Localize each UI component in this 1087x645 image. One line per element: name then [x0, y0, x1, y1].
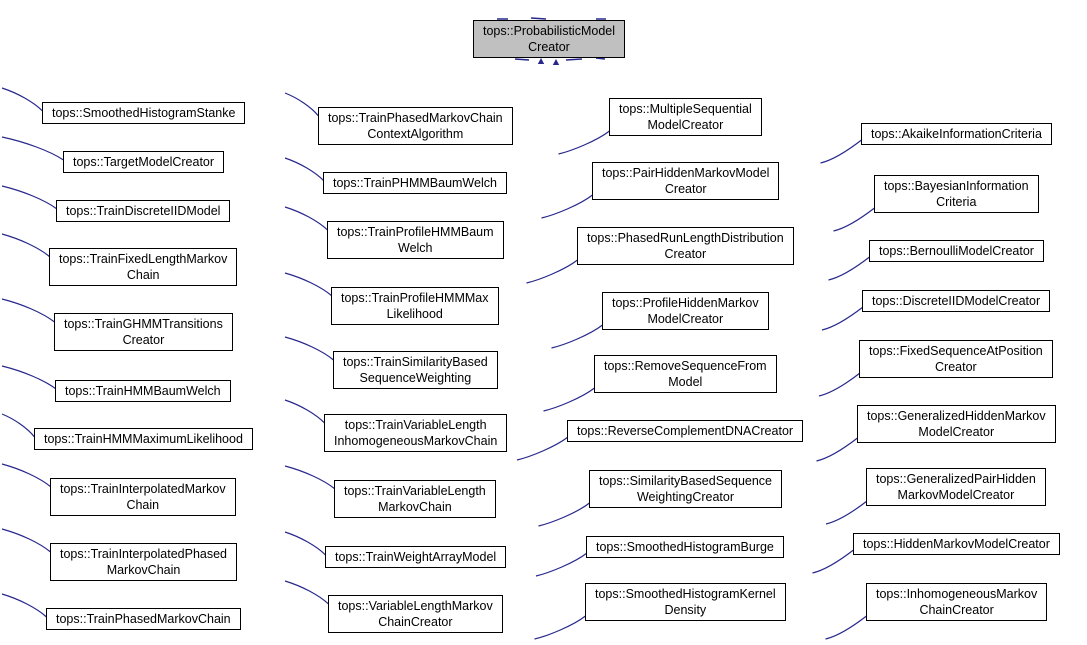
- inheritance-edge: [1, 185, 58, 210]
- class-node[interactable]: tops::PairHiddenMarkovModel Creator: [592, 162, 780, 200]
- class-node[interactable]: tops::TrainSimilarityBased SequenceWeigh…: [333, 351, 498, 389]
- class-node[interactable]: tops::TrainInterpolatedMarkov Chain: [50, 478, 236, 516]
- inheritance-edge: [534, 615, 586, 640]
- class-node[interactable]: tops::TrainFixedLengthMarkov Chain: [49, 248, 238, 286]
- class-node[interactable]: tops::TrainPhasedMarkovChain ContextAlgo…: [318, 107, 513, 145]
- inheritance-edge: [1, 365, 57, 390]
- class-node[interactable]: tops::ProfileHiddenMarkov ModelCreator: [602, 292, 769, 330]
- inheritance-edge: [825, 500, 868, 525]
- class-node[interactable]: tops::FixedSequenceAtPosition Creator: [859, 340, 1053, 378]
- class-node[interactable]: tops::ReverseComplementDNACreator: [567, 420, 804, 442]
- inheritance-edge: [816, 437, 858, 462]
- inheritance-edge: [828, 256, 870, 281]
- class-node[interactable]: tops::VariableLengthMarkov ChainCreator: [328, 595, 503, 633]
- inheritance-edge: [284, 206, 328, 231]
- class-node[interactable]: tops::DiscreteIIDModelCreator: [862, 290, 1051, 312]
- class-node[interactable]: tops::SimilarityBasedSequence WeightingC…: [589, 470, 783, 508]
- class-node[interactable]: tops::TrainInterpolatedPhased MarkovChai…: [50, 543, 238, 581]
- inheritance-edge: [526, 259, 578, 284]
- inheritance-edge: [535, 552, 588, 577]
- class-node[interactable]: tops::PhasedRunLengthDistribution Creato…: [577, 227, 794, 265]
- class-node[interactable]: tops::TrainPhasedMarkovChain: [46, 608, 241, 630]
- class-node[interactable]: tops::TrainProfileHMMBaum Welch: [327, 221, 504, 259]
- class-node[interactable]: tops::HiddenMarkovModelCreator: [853, 533, 1060, 555]
- class-node[interactable]: tops::TrainVariableLength InhomogeneousM…: [324, 414, 508, 452]
- inheritance-edge: [551, 324, 603, 349]
- inheritance-edge: [516, 436, 569, 461]
- inheritance-edge: [821, 306, 864, 331]
- inheritance-edge: [284, 157, 325, 182]
- inheritance-edge: [1, 463, 52, 488]
- class-node[interactable]: tops::SmoothedHistogramStanke: [42, 102, 246, 124]
- inheritance-edge: [1, 233, 51, 258]
- class-node[interactable]: tops::TrainWeightArrayModel: [325, 546, 507, 568]
- inheritance-edge: [284, 272, 333, 297]
- inheritance-edge: [812, 549, 854, 574]
- inheritance-edge: [1, 413, 35, 438]
- class-node[interactable]: tops::GeneralizedHiddenMarkov ModelCreat…: [857, 405, 1056, 443]
- class-node[interactable]: tops::MultipleSequential ModelCreator: [609, 98, 762, 136]
- class-node[interactable]: tops::InhomogeneousMarkov ChainCreator: [866, 583, 1048, 621]
- class-node[interactable]: tops::TrainPHMMBaumWelch: [323, 172, 507, 194]
- inheritance-edge: [1, 593, 47, 618]
- class-node[interactable]: tops::TrainHMMMaximumLikelihood: [34, 428, 253, 450]
- class-node[interactable]: tops::TargetModelCreator: [63, 151, 225, 173]
- class-node[interactable]: tops::BernoulliModelCreator: [869, 240, 1044, 262]
- inheritance-edge: [284, 531, 326, 556]
- inheritance-edge: [284, 399, 325, 424]
- inheritance-edge: [538, 502, 590, 527]
- class-node[interactable]: tops::SmoothedHistogramKernel Density: [585, 583, 786, 621]
- class-node[interactable]: tops::TrainHMMBaumWelch: [55, 380, 231, 402]
- inheritance-edge: [818, 372, 861, 397]
- class-node[interactable]: tops::TrainProfileHMMMax Likelihood: [331, 287, 499, 325]
- class-node[interactable]: tops::TrainDiscreteIIDModel: [56, 200, 231, 222]
- class-node[interactable]: tops::GeneralizedPairHidden MarkovModelC…: [866, 468, 1046, 506]
- root-class-node: tops::ProbabilisticModel Creator: [473, 20, 626, 58]
- inheritance-edge: [1, 528, 51, 553]
- class-node[interactable]: tops::TrainVariableLength MarkovChain: [334, 480, 496, 518]
- inheritance-edge: [284, 92, 319, 117]
- class-node[interactable]: tops::AkaikeInformationCriteria: [861, 123, 1052, 145]
- inheritance-edge: [1, 87, 43, 112]
- inheritance-edge: [833, 207, 875, 232]
- class-node[interactable]: tops::SmoothedHistogramBurge: [586, 536, 784, 558]
- inheritance-edge: [284, 465, 336, 490]
- inheritance-edge: [284, 580, 329, 605]
- inheritance-edge: [820, 139, 862, 164]
- inheritance-edge: [1, 136, 64, 161]
- inheritance-edge: [284, 336, 334, 361]
- class-node[interactable]: tops::RemoveSequenceFrom Model: [594, 355, 777, 393]
- inheritance-edge: [541, 194, 593, 219]
- class-node[interactable]: tops::TrainGHMMTransitions Creator: [54, 313, 233, 351]
- inheritance-edge: [1, 298, 55, 323]
- inheritance-edge: [558, 130, 610, 155]
- class-node[interactable]: tops::BayesianInformation Criteria: [874, 175, 1039, 213]
- inheritance-edge: [825, 615, 867, 640]
- inheritance-edge: [543, 387, 595, 412]
